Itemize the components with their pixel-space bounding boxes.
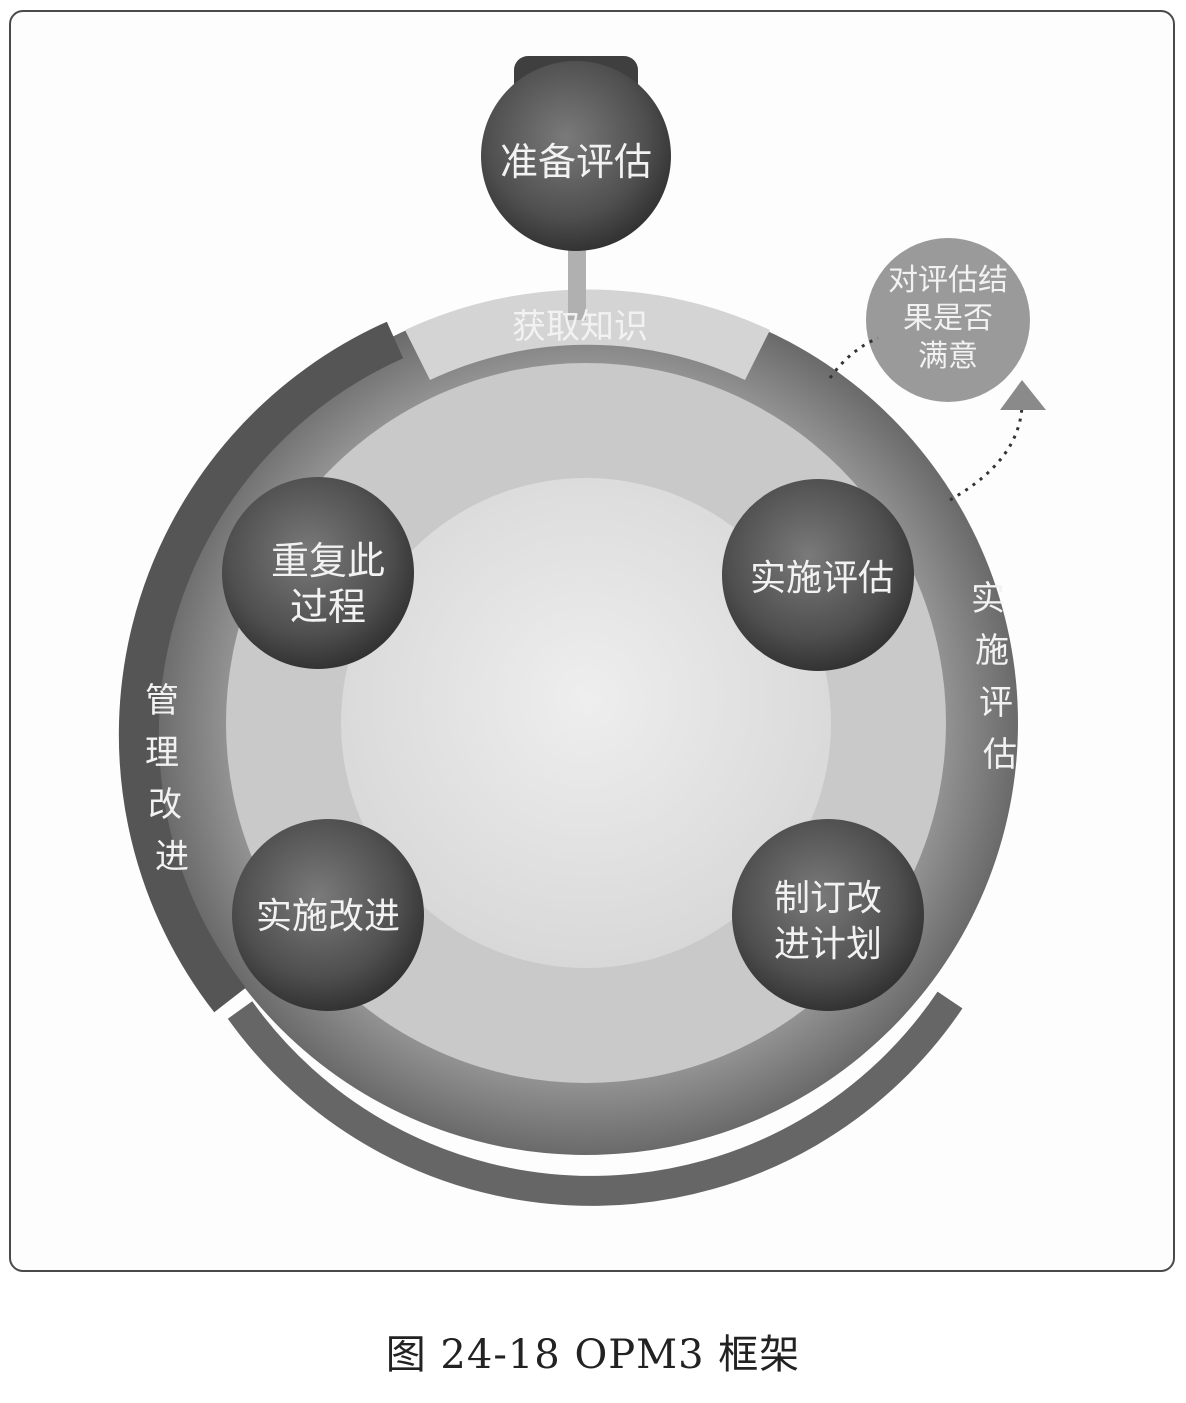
left-arc-char-4: 进 — [155, 837, 189, 877]
acquire-label: 获取知识 — [512, 307, 648, 347]
center-disc — [341, 478, 831, 968]
repeat-label-line2: 过程 — [290, 585, 366, 629]
right-arc-char-1: 实 — [971, 579, 1005, 619]
repeat-node — [222, 477, 414, 669]
check-node — [866, 238, 1030, 402]
assess-node — [722, 479, 914, 671]
plan-label-line2: 进计划 — [774, 924, 882, 965]
right-arc-char-4: 估 — [983, 735, 1017, 775]
dotted-arrow-in — [949, 404, 1024, 502]
plan-node — [732, 819, 924, 1011]
dotted-arrow-head — [1000, 380, 1046, 410]
left-dark-arc — [118, 321, 404, 1013]
repeat-label-line1: 重复此 — [271, 539, 385, 583]
prepare-label: 准备评估 — [500, 140, 652, 184]
prepare-node — [481, 61, 671, 251]
implement-node — [232, 819, 424, 1011]
right-arc-char-3: 评 — [979, 683, 1013, 723]
implement-label: 实施改进 — [256, 896, 400, 937]
top-band — [405, 289, 770, 380]
left-arc-char-3: 改 — [148, 785, 182, 825]
plan-label-line1: 制订改 — [774, 878, 882, 919]
figure-caption: 图 24-18 OPM3 框架 — [385, 1332, 801, 1378]
assess-label: 实施评估 — [750, 558, 894, 599]
check-label-line3: 满意 — [918, 339, 978, 374]
check-label-line1: 对评估结 — [888, 263, 1008, 298]
left-arc-char-1: 管 — [145, 681, 179, 721]
right-arc-char-2: 施 — [975, 631, 1009, 671]
bottom-dark-arc — [227, 991, 963, 1206]
left-arc-char-2: 理 — [145, 733, 179, 773]
check-label-line2: 果是否 — [903, 301, 993, 336]
opm3-diagram: 开始 准备评估 获取知识 对评估结 果是否 满意 重复此 过程 实施评估 实施改… — [118, 56, 1046, 1206]
